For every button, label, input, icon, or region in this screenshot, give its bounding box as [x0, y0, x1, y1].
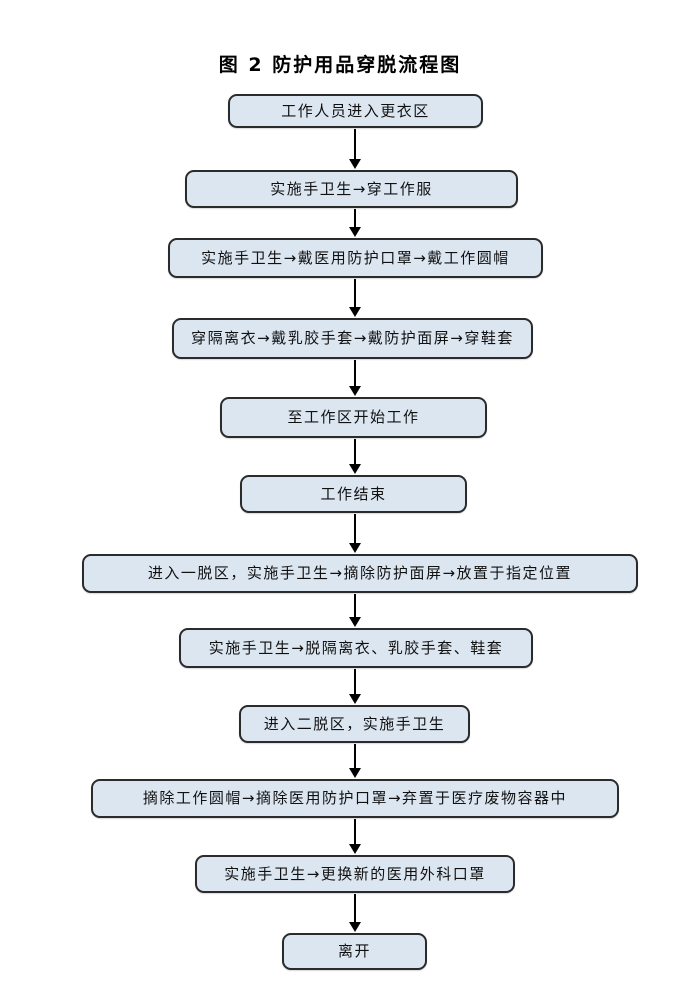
arrow-down-icon: [348, 439, 361, 474]
flow-node-remove-cap-mask: 摘除工作圆帽→摘除医用防护口罩→弃置于医疗废物容器中: [91, 779, 619, 818]
flow-node-work-end: 工作结束: [240, 475, 467, 513]
flow-node-leave: 离开: [282, 933, 427, 970]
arrow-down-icon: [348, 360, 361, 396]
flow-node-start-work: 至工作区开始工作: [220, 397, 487, 438]
flow-node-label: 实施手卫生→脱隔离衣、乳胶手套、鞋套: [208, 638, 504, 657]
flow-node-gown-gloves-faceshield: 穿隔离衣→戴乳胶手套→戴防护面屏→穿鞋套: [172, 318, 533, 359]
flow-node-enter-changing-area: 工作人员进入更衣区: [228, 94, 483, 128]
flow-node-hand-hygiene-workwear: 实施手卫生→穿工作服: [185, 170, 518, 208]
flow-node-label: 进入二脱区，实施手卫生: [263, 714, 446, 733]
flow-node-label: 穿隔离衣→戴乳胶手套→戴防护面屏→穿鞋套: [191, 329, 514, 348]
flow-node-remove-gown-gloves: 实施手卫生→脱隔离衣、乳胶手套、鞋套: [179, 628, 533, 668]
flow-node-label: 实施手卫生→穿工作服: [270, 179, 433, 198]
flow-node-label: 实施手卫生→更换新的医用外科口罩: [224, 864, 486, 883]
arrow-down-icon: [348, 129, 361, 169]
flow-node-label: 离开: [337, 942, 371, 961]
flow-node-label: 实施手卫生→戴医用防护口罩→戴工作圆帽: [201, 248, 510, 267]
flow-node-label: 摘除工作圆帽→摘除医用防护口罩→弃置于医疗废物容器中: [142, 789, 568, 808]
flow-node-label: 工作结束: [320, 484, 387, 503]
arrow-down-icon: [348, 819, 361, 854]
arrow-down-icon: [348, 594, 361, 627]
flow-node-doffing-area-2: 进入二脱区，实施手卫生: [239, 705, 470, 743]
arrow-down-icon: [348, 514, 361, 553]
arrow-down-icon: [348, 209, 361, 237]
figure-title: 图 2 防护用品穿脱流程图: [218, 54, 462, 76]
flow-node-doffing-area-1: 进入一脱区，实施手卫生→摘除防护面屏→放置于指定位置: [82, 554, 638, 593]
flow-node-label: 工作人员进入更衣区: [281, 101, 430, 120]
arrow-down-icon: [348, 669, 361, 704]
flow-node-label: 至工作区开始工作: [287, 408, 420, 427]
flow-node-mask-cap: 实施手卫生→戴医用防护口罩→戴工作圆帽: [168, 238, 543, 278]
flow-node-new-surgical-mask: 实施手卫生→更换新的医用外科口罩: [195, 855, 515, 893]
arrow-down-icon: [348, 894, 361, 932]
arrow-down-icon: [348, 279, 361, 317]
flow-node-label: 进入一脱区，实施手卫生→摘除防护面屏→放置于指定位置: [147, 564, 573, 583]
arrow-down-icon: [348, 744, 361, 778]
